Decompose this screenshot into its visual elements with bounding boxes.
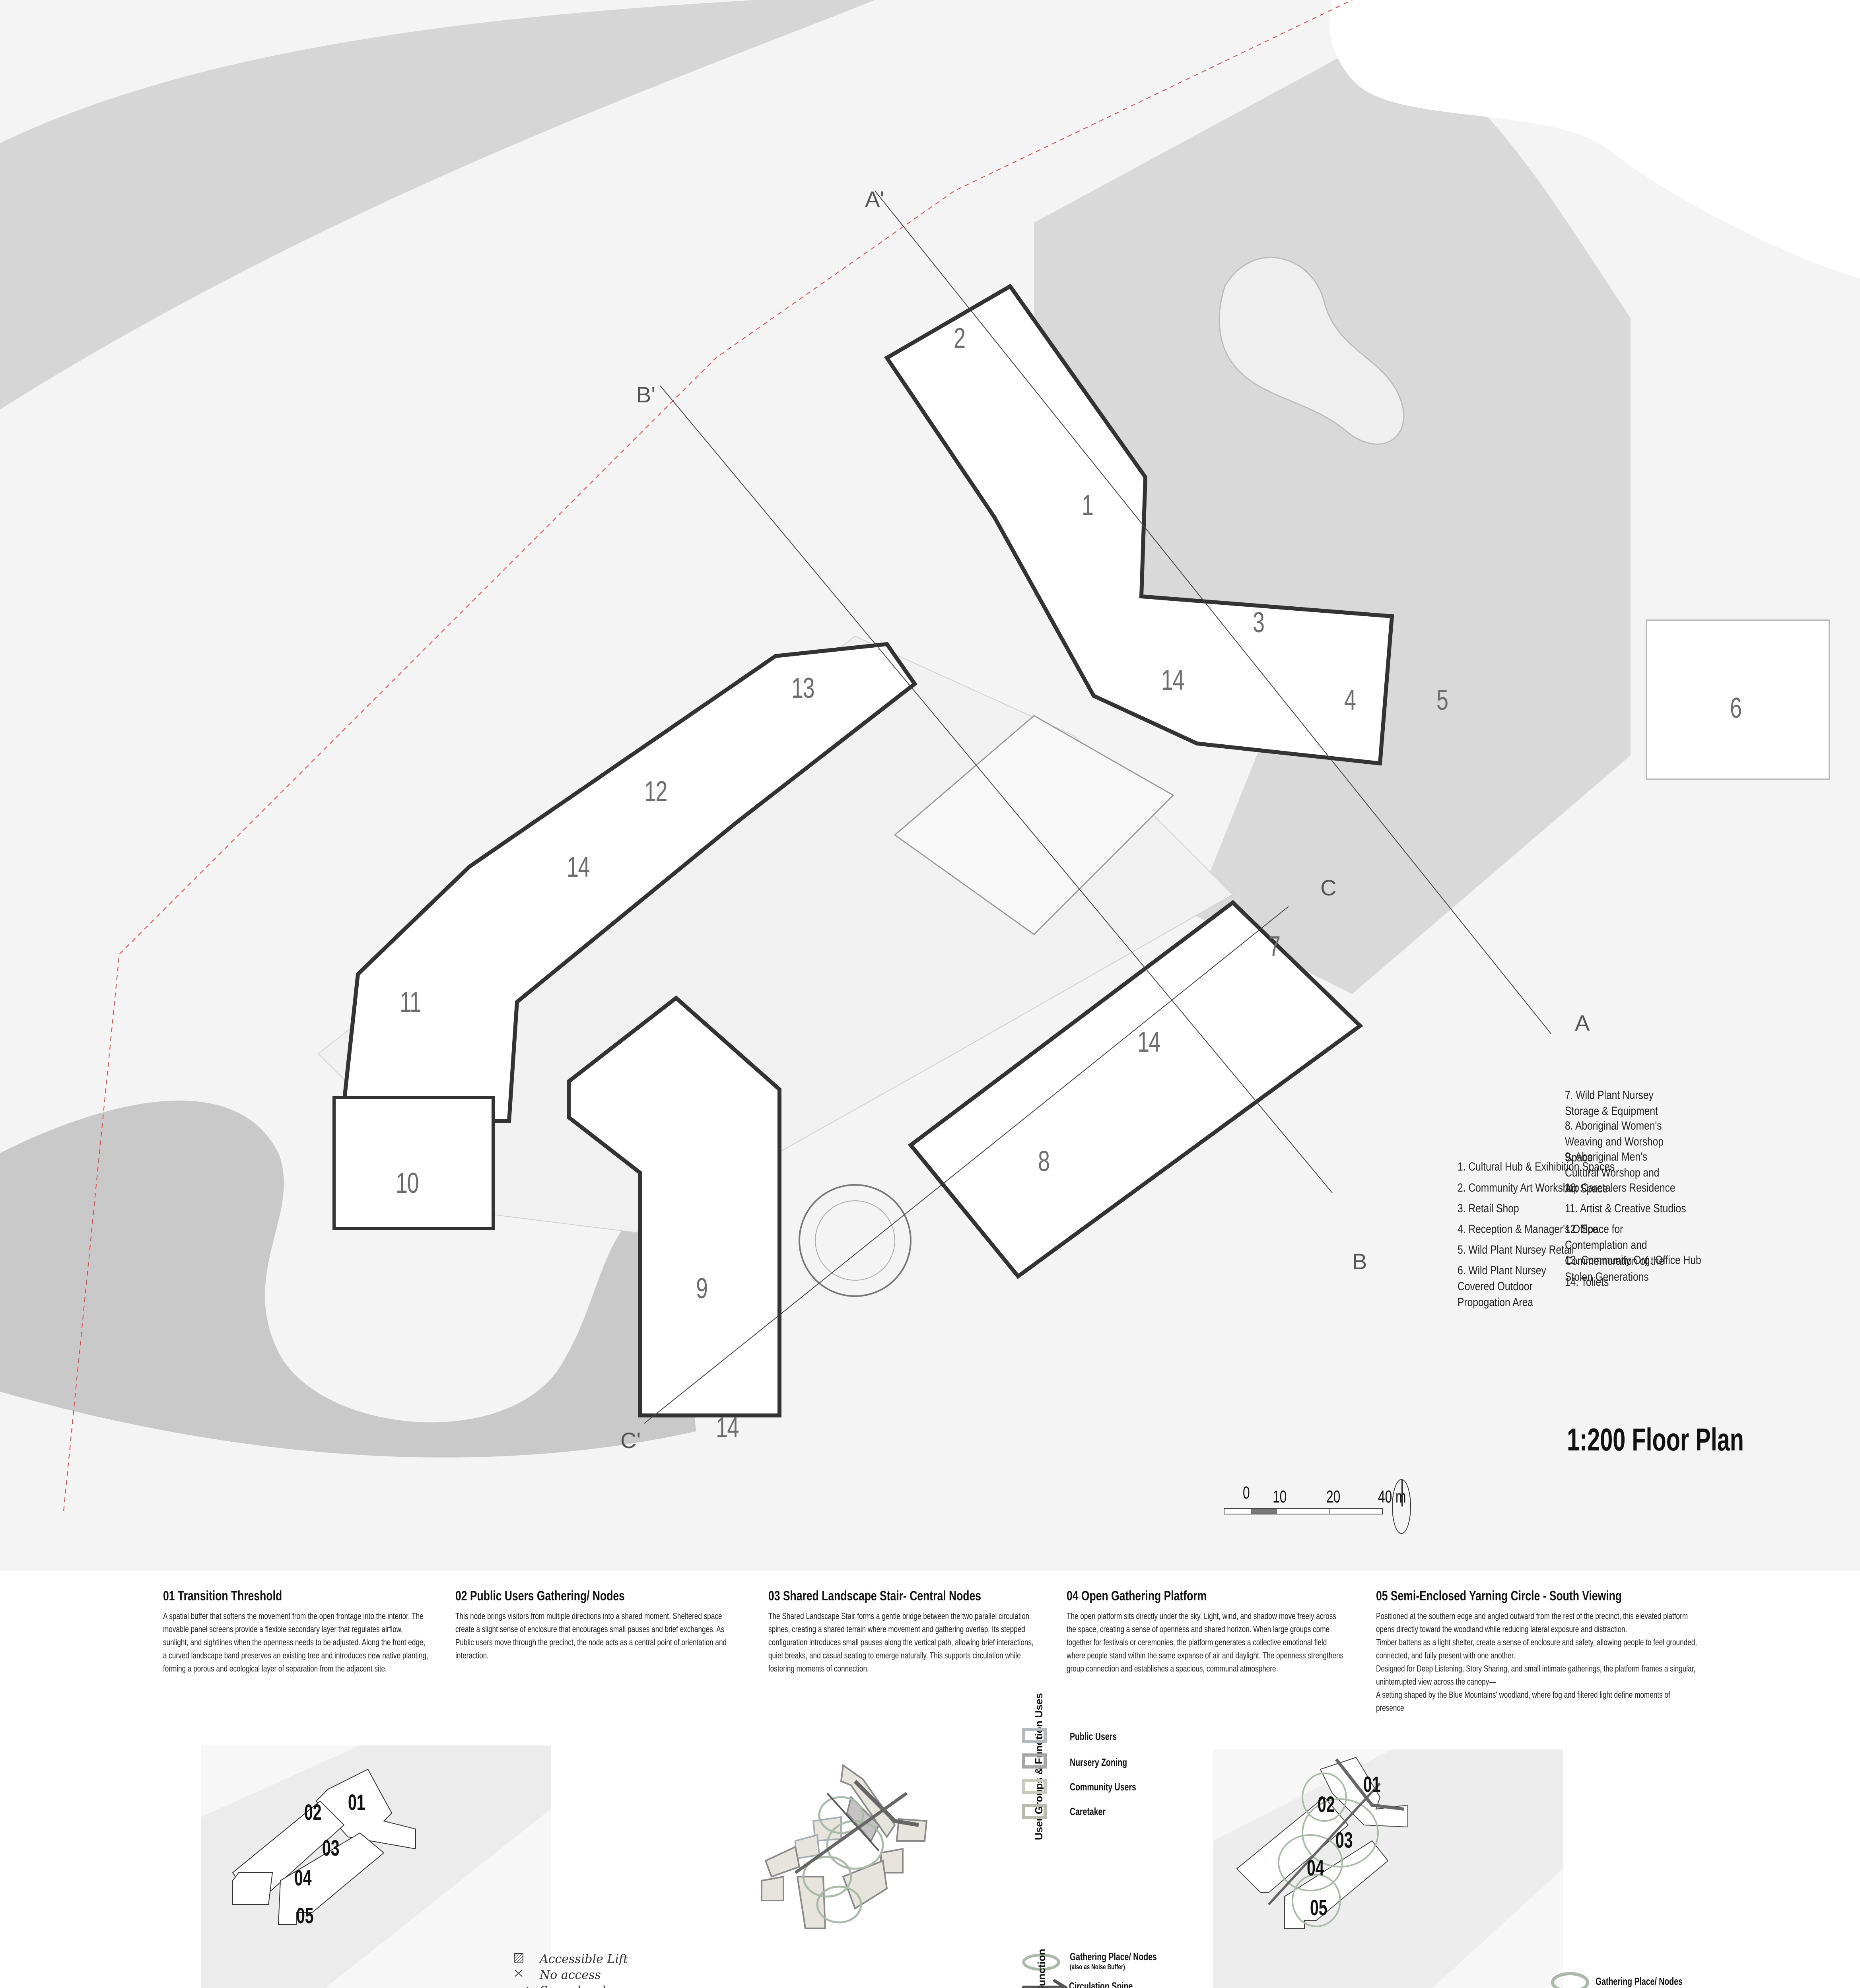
node-body: Positioned at the southern edge and angl… — [1376, 1611, 1697, 1713]
gathering-node-icon — [1022, 1953, 1060, 1971]
access-diagram-drawing — [201, 1745, 551, 1988]
node-label-04: 04 — [294, 1865, 312, 1890]
legend-gathering-node: Gathering Place/ Nodes (also as Noise Bu… — [1070, 1951, 1157, 1971]
node-body: A spatial buffer that softens the moveme… — [163, 1611, 428, 1673]
legend-item: 1. Cultural Hub & Exihibition Spaces — [1458, 1160, 1615, 1173]
floor-plan-drawing — [0, 0, 1860, 1511]
room-number: 5 — [1436, 684, 1448, 716]
nodes-diagram-drawing — [1213, 1749, 1563, 1988]
node-description-02: 02 Public Users Gathering/ Nodes This no… — [455, 1588, 742, 1662]
scale-label: 10 — [1273, 1487, 1287, 1507]
legend-item: 14. Toliets — [1565, 1276, 1609, 1289]
room-number: 2 — [954, 322, 966, 354]
node-title: 03 Shared Landscape Stair- Central Nodes — [768, 1588, 982, 1604]
room-number: 14 — [567, 851, 590, 883]
section-marker-c-prime: C' — [620, 1428, 641, 1453]
node-body: The Shared Landscape Stair forms a gentl… — [768, 1611, 1034, 1673]
legend-accessible-lift: Accessible Lift — [540, 1952, 628, 1966]
legend-no-access: No access — [540, 1968, 601, 1982]
node-label-01: 01 — [1363, 1772, 1381, 1797]
legend-item: 12. Space for Contemplation and Commemor… — [1565, 1223, 1665, 1283]
legend-item: 11. Artist & Creative Studios — [1565, 1202, 1686, 1215]
section-marker-b-prime: B' — [636, 382, 656, 407]
legend-caretaker: Caretaker — [1070, 1806, 1106, 1817]
legend-gathering-node: Gathering Place/ Nodes (also as Noise Bu… — [1596, 1975, 1683, 1988]
circulation-spine-arrow-icon — [1022, 1979, 1068, 1988]
zoning-diagram-drawing — [761, 1764, 928, 1929]
room-number: 1 — [1082, 489, 1094, 521]
room-number: 8 — [1038, 1145, 1050, 1177]
room-number: 11 — [400, 986, 422, 1018]
swatch-community-users — [1022, 1779, 1047, 1794]
node-label-02: 02 — [1318, 1792, 1335, 1817]
zoning-diagram — [736, 1757, 1014, 1988]
room-number: 9 — [696, 1273, 708, 1305]
legend-nursery-zoning: Nursery Zoning — [1070, 1756, 1127, 1768]
legend-circulation-spine: Circulation Spine — [1069, 1980, 1133, 1988]
nodes-diagram: 01 02 03 04 05 — [1213, 1749, 1563, 1988]
scale-bar — [1224, 1508, 1383, 1514]
node-body: This node brings visitors from multiple … — [455, 1611, 727, 1660]
floor-plan-title: 1:200 Floor Plan — [1567, 1422, 1744, 1457]
node-title: 01 Transition Threshold — [163, 1588, 282, 1604]
swatch-public-users — [1022, 1728, 1047, 1743]
section-marker-a-prime: A' — [865, 186, 884, 212]
sound-levels-heading: Sound Levels by Function — [1036, 1949, 1048, 1988]
node-description-03: 03 Shared Landscape Stair- Central Nodes… — [768, 1588, 1055, 1675]
legend-item: 6. Wild Plant Nursey Covered Outdoor Pro… — [1458, 1264, 1546, 1309]
node-description-01: 01 Transition Threshold A spatial buffer… — [163, 1588, 441, 1675]
scale-label: 20 — [1326, 1487, 1341, 1507]
room-number: 13 — [791, 672, 815, 704]
node-description-04: 04 Open Gathering Platform The open plat… — [1067, 1588, 1353, 1675]
legend-item: 3. Retail Shop — [1458, 1202, 1519, 1215]
legend-item: 7. Wild Plant Nursey Storage & Equipment — [1565, 1089, 1658, 1118]
room-number: 4 — [1344, 684, 1356, 716]
legend-community-users: Community Users — [1070, 1781, 1136, 1793]
section-marker-c: C — [1320, 875, 1337, 900]
room-number: 14 — [716, 1412, 739, 1444]
legend-item: 10. Caretalers Residence — [1565, 1181, 1675, 1194]
swatch-caretaker — [1022, 1804, 1047, 1819]
gathering-node-icon — [1551, 1972, 1589, 1988]
room-number: 10 — [396, 1167, 419, 1199]
legend-item: 2. Community Art Workshop — [1458, 1181, 1579, 1194]
legend-same-level: Same level — [540, 1984, 606, 1988]
access-diagram: 01 02 03 04 05 — [201, 1745, 551, 1988]
legend-item: 9. Aboriginal Men's Cultural Worshop and… — [1565, 1150, 1660, 1195]
north-arrow-icon — [1392, 1479, 1411, 1534]
room-number: 7 — [1269, 931, 1281, 963]
legend-item: 4. Reception & Manager's Office — [1458, 1223, 1598, 1236]
node-label-03: 03 — [322, 1835, 340, 1860]
node-title: 02 Public Users Gathering/ Nodes — [455, 1588, 625, 1604]
accessible-lift-icon — [514, 1953, 523, 1963]
node-label-03: 03 — [1335, 1827, 1353, 1852]
node-title: 04 Open Gathering Platform — [1067, 1588, 1207, 1604]
node-body: The open platform sits directly under th… — [1067, 1611, 1344, 1673]
room-number: 6 — [1730, 692, 1742, 724]
node-title: 05 Semi-Enclosed Yarning Circle - South … — [1376, 1588, 1622, 1604]
floor-plan: A' B' C A B C' 1 2 3 4 5 6 7 8 9 10 11 1… — [0, 0, 1860, 1571]
room-number: 3 — [1253, 607, 1265, 639]
node-label-01: 01 — [348, 1790, 365, 1815]
node-label-05: 05 — [1310, 1895, 1327, 1920]
room-number: 12 — [644, 776, 668, 808]
room-number: 14 — [1137, 1026, 1161, 1058]
legend-public-users: Public Users — [1070, 1730, 1117, 1742]
section-marker-a: A — [1575, 1010, 1590, 1035]
node-label-04: 04 — [1307, 1855, 1324, 1880]
legend-item: 5. Wild Plant Nursey Retail — [1458, 1243, 1574, 1256]
legend-item: 13. Community Org. Office Hub — [1565, 1254, 1701, 1267]
legend-item: 8. Aboriginal Women's Weaving and Worsho… — [1565, 1119, 1664, 1164]
room-number: 14 — [1161, 664, 1185, 696]
no-access-icon — [515, 1970, 523, 1977]
swatch-nursery-zoning — [1022, 1753, 1047, 1769]
node-label-05: 05 — [296, 1903, 314, 1928]
scale-label: 0 — [1243, 1483, 1250, 1503]
section-marker-b: B — [1352, 1249, 1367, 1274]
node-label-02: 02 — [304, 1800, 322, 1825]
node-description-05: 05 Semi-Enclosed Yarning Circle - South … — [1376, 1588, 1702, 1714]
